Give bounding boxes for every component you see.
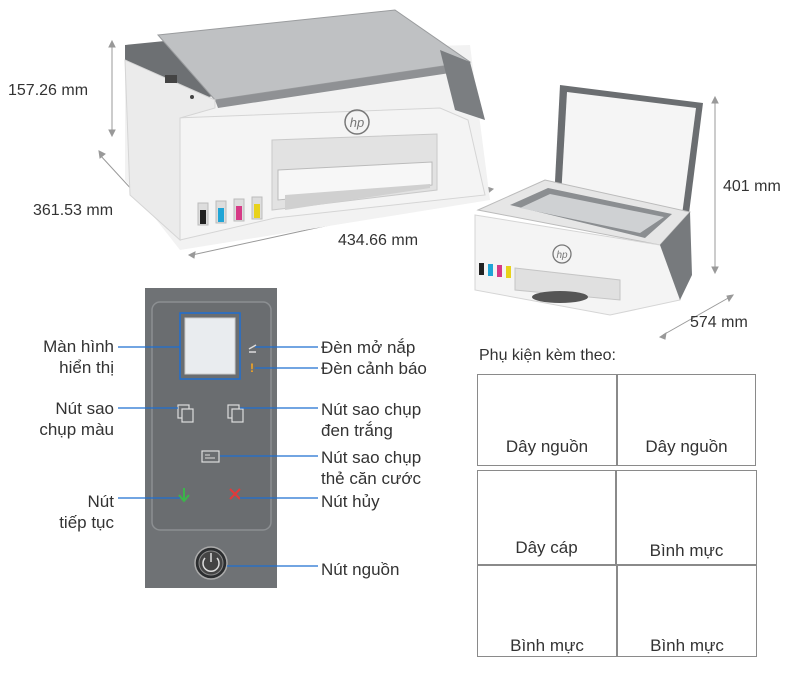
- accessory-label: Bình mực: [649, 541, 724, 560]
- power-label: Nút nguồn: [321, 560, 400, 579]
- cancel-label: Nút hủy: [321, 492, 380, 511]
- color-copy-label: Nút sao chụp màu: [39, 399, 114, 439]
- accessory-label: Bình mực: [510, 636, 584, 655]
- accessory-label: Dây cáp: [515, 538, 578, 557]
- depth-dimension: 361.53 mm: [33, 202, 114, 219]
- open-height-dimension: 401 mm: [723, 178, 781, 195]
- accessory-cell: Dây nguồn: [477, 374, 617, 466]
- warning-light-label: Đèn cảnh báo: [321, 359, 427, 378]
- accessory-cell: Dây cáp: [477, 470, 616, 565]
- printer-open-image: hp: [474, 85, 703, 316]
- resume-label: Nút tiếp tục: [59, 492, 114, 532]
- accessory-cell: Bình mực: [616, 470, 757, 565]
- accessory-label: Dây nguồn: [505, 437, 589, 456]
- accessory-cell: Bình mực: [477, 565, 617, 657]
- open-depth-dimension: 574 mm: [690, 314, 748, 331]
- height-dimension: 157.26 mm: [8, 82, 89, 99]
- screen-label: Màn hình hiển thị: [43, 337, 114, 377]
- accessory-label: Dây nguồn: [645, 437, 728, 456]
- svg-text:hp: hp: [350, 115, 364, 130]
- accessory-label: Bình mực: [650, 636, 724, 655]
- svg-text:hp: hp: [556, 250, 568, 261]
- svg-text:!: !: [250, 361, 254, 375]
- leader-lines: [118, 346, 318, 567]
- accessories-title: Phụ kiện kèm theo:: [479, 347, 616, 364]
- width-dimension: 434.66 mm: [338, 232, 419, 249]
- accessory-cell: Dây nguồn: [617, 374, 756, 466]
- printer-closed-image: hp: [124, 9, 490, 250]
- lid-light-label: Đèn mở nắp: [321, 338, 416, 357]
- accessory-cell: Bình mực: [617, 565, 757, 657]
- id-copy-label: Nút sao chụp thẻ căn cước: [321, 448, 422, 488]
- bw-copy-label: Nút sao chụp đen trắng: [321, 400, 422, 440]
- control-panel-image: !: [145, 288, 277, 588]
